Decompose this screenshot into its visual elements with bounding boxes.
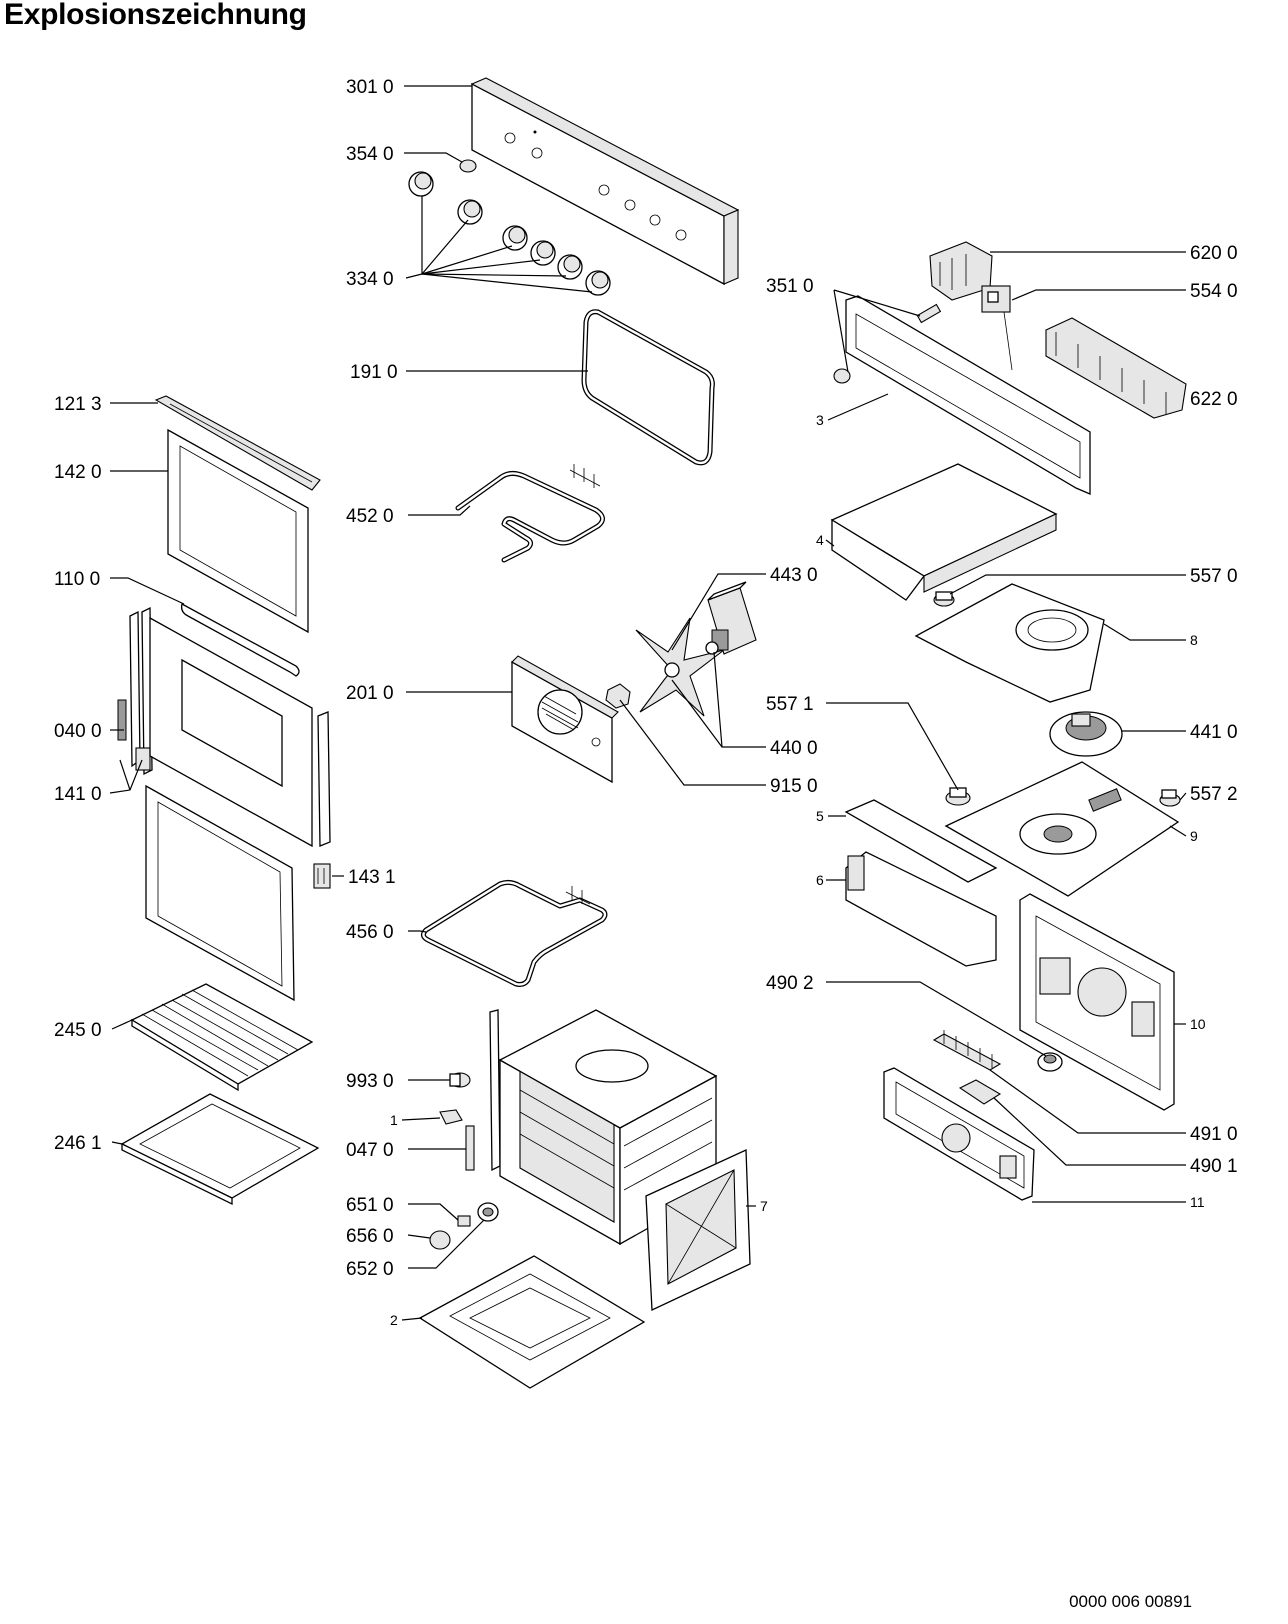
- thermal-cutout-5572: [1159, 789, 1181, 807]
- door-clip: [313, 863, 331, 889]
- push-button: [459, 159, 477, 173]
- label-5: 5: [816, 808, 824, 824]
- terminal-strip-4910: [932, 1030, 1002, 1071]
- outer-door-glass: [167, 428, 309, 634]
- cooling-fan-441: [1049, 711, 1123, 757]
- label-2: 2: [390, 1312, 398, 1328]
- inner-door-glass: [145, 784, 295, 1002]
- selector-switch-554: [981, 285, 1013, 371]
- label-334-0: 334 0: [346, 269, 394, 290]
- label-040-0: 040 0: [54, 721, 102, 742]
- label-201-0: 201 0: [346, 683, 394, 704]
- knob-4902: [1037, 1052, 1063, 1072]
- label-443-0: 443 0: [770, 565, 818, 586]
- baking-tray: [120, 1093, 320, 1206]
- fan-housing-8: [914, 583, 1105, 703]
- inner-door-frame: [149, 616, 313, 848]
- label-557-0: 557 0: [1190, 566, 1238, 587]
- ring-heating-element: [420, 879, 608, 987]
- top-heating-element: [455, 464, 605, 563]
- label-3: 3: [816, 412, 824, 428]
- control-board-11: [883, 1067, 1035, 1201]
- thermal-cutout-5571: [945, 787, 971, 806]
- label-7: 7: [760, 1198, 768, 1214]
- label-915-0: 915 0: [770, 776, 818, 797]
- control-frame-3: [833, 295, 1091, 495]
- label-110-0: 110 0: [54, 569, 100, 590]
- switch-block-622: [1045, 317, 1187, 419]
- label-191-0: 191 0: [350, 362, 398, 383]
- rear-panel: [645, 1149, 751, 1311]
- label-993-0: 993 0: [346, 1071, 394, 1092]
- label-622-0: 622 0: [1190, 389, 1238, 410]
- label-4: 4: [816, 532, 824, 548]
- label-557-2: 557 2: [1190, 784, 1238, 805]
- duct-6: [845, 851, 997, 967]
- label-452-0: 452 0: [346, 506, 394, 527]
- pin-351: [916, 303, 942, 324]
- label-246-1: 246 1: [54, 1133, 102, 1154]
- lamp-socket: [477, 1202, 499, 1222]
- fan-nut: [605, 683, 631, 709]
- diagram-title: Explosionszeichnung: [4, 0, 307, 31]
- rail-part: [465, 1125, 475, 1171]
- label-491-0: 491 0: [1190, 1124, 1238, 1145]
- label-441-0: 441 0: [1190, 722, 1238, 743]
- thermal-cutout-5570: [933, 591, 955, 607]
- door-top-profile: [154, 395, 321, 491]
- clip-1: [439, 1109, 463, 1125]
- leader-lines: [109, 85, 1187, 1321]
- control-knobs: [408, 171, 611, 296]
- lamp-cover: [429, 1230, 451, 1250]
- label-656-0: 656 0: [346, 1226, 394, 1247]
- label-354-0: 354 0: [346, 144, 394, 165]
- fan-cover-plate: [511, 655, 619, 784]
- label-440-0: 440 0: [770, 738, 818, 759]
- label-651-0: 651 0: [346, 1195, 394, 1216]
- label-557-1: 557 1: [766, 694, 814, 715]
- door-gasket: [581, 309, 715, 466]
- label-142-0: 142 0: [54, 462, 102, 483]
- fan-blade: [635, 617, 725, 717]
- label-10: 10: [1190, 1016, 1206, 1032]
- bottom-plate: [418, 1255, 646, 1389]
- label-490-2: 490 2: [766, 973, 814, 994]
- label-351-0: 351 0: [766, 276, 814, 297]
- label-141-0: 141 0: [54, 784, 102, 805]
- label-620-0: 620 0: [1190, 243, 1238, 264]
- label-143-1: 143 1: [348, 867, 396, 888]
- screw: [457, 1215, 471, 1227]
- document-number: 0000 006 00891: [1069, 1592, 1192, 1611]
- relay-4901: [958, 1079, 1002, 1105]
- label-301-0: 301 0: [346, 77, 394, 98]
- rear-wall-10: [1019, 893, 1175, 1111]
- control-panel-fascia: [470, 77, 740, 286]
- label-1: 1: [390, 1112, 398, 1128]
- label-456-0: 456 0: [346, 922, 394, 943]
- duct-5: [844, 799, 998, 883]
- label-6: 6: [816, 872, 824, 888]
- lamp-holder: [449, 1072, 471, 1088]
- label-554-0: 554 0: [1190, 281, 1238, 302]
- fan-motor: [705, 581, 757, 655]
- label-121-3: 121 3: [54, 394, 102, 415]
- top-plate-9: [944, 761, 1180, 897]
- label-245-0: 245 0: [54, 1020, 102, 1041]
- label-047-0: 047 0: [346, 1140, 394, 1161]
- cooling-duct-cover-4: [830, 463, 1058, 601]
- label-490-1: 490 1: [1190, 1156, 1238, 1177]
- label-11: 11: [1190, 1194, 1205, 1210]
- label-8: 8: [1190, 632, 1198, 648]
- label-9: 9: [1190, 828, 1198, 844]
- part-labels: 301 0 354 0 334 0 191 0 121 3 142 0 452 …: [54, 77, 1238, 1328]
- door-handle: [180, 603, 300, 677]
- label-652-0: 652 0: [346, 1259, 394, 1280]
- wire-shelf: [130, 983, 314, 1092]
